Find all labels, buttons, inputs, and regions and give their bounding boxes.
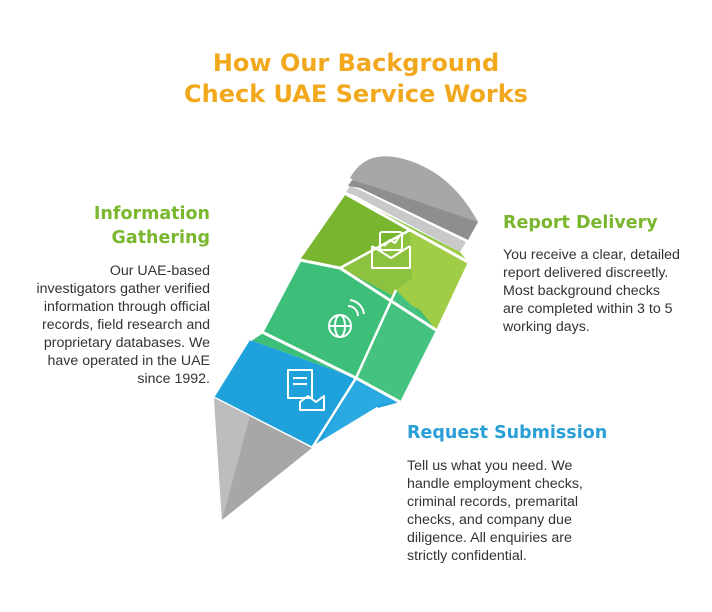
request-heading-line: Request Submission [407, 423, 608, 443]
report-body-line: You receive a clear, detailed [503, 247, 680, 263]
info-body-line: Our UAE-based [109, 263, 210, 279]
report-body-line: Most background checks [503, 283, 660, 299]
request-body-line: diligence. All enquiries are [407, 530, 572, 546]
info-body: Our UAE-based investigators gather verif… [37, 262, 211, 388]
info-heading-line-2: Gathering [111, 228, 210, 248]
request-body-line: strictly confidential. [407, 548, 527, 564]
info-body-line: information through official [43, 299, 210, 315]
globe-signal-icon [328, 299, 365, 338]
info-heading: Information Gathering [94, 202, 210, 250]
report-body-line: are completed within 3 to 5 [503, 301, 673, 317]
info-body-line: since 1992. [137, 371, 210, 387]
report-body-line: report delivered discreetly. [503, 265, 669, 281]
envelope-chart-icon [371, 231, 411, 269]
pencil-ferrule [348, 180, 478, 240]
request-body-line: checks, and company due [407, 512, 572, 528]
request-body-line: Tell us what you need. We [407, 458, 573, 474]
pencil-ferrule-light [346, 186, 466, 252]
title-line-1: How Our Background [212, 49, 500, 77]
report-heading-line: Report Delivery [503, 213, 658, 233]
request-body-line: criminal records, premarital [407, 494, 579, 510]
band-bottom-right [320, 378, 400, 444]
request-heading: Request Submission [407, 421, 607, 445]
band-top-right [396, 230, 468, 330]
page-title: How Our Background Check UAE Service Wor… [0, 48, 712, 110]
info-body-line: investigators gather verified [36, 281, 211, 297]
report-body-line: working days. [503, 319, 590, 335]
report-heading: Report Delivery [503, 211, 658, 235]
request-body-line: handle employment checks, [407, 476, 583, 492]
title-line-2: Check UAE Service Works [184, 80, 528, 108]
info-body-line: have operated in the UAE [47, 353, 210, 369]
document-handshake-icon [287, 369, 325, 411]
pencil-tip-light [214, 398, 250, 520]
info-heading-line-1: Information [93, 204, 210, 224]
band-top-dark [300, 194, 410, 268]
info-body-line: records, field research and [42, 317, 210, 333]
report-body: You receive a clear, detailed report del… [503, 246, 680, 336]
request-body: Tell us what you need. We handle employm… [407, 457, 583, 565]
info-body-line: proprietary databases. We [43, 335, 210, 351]
